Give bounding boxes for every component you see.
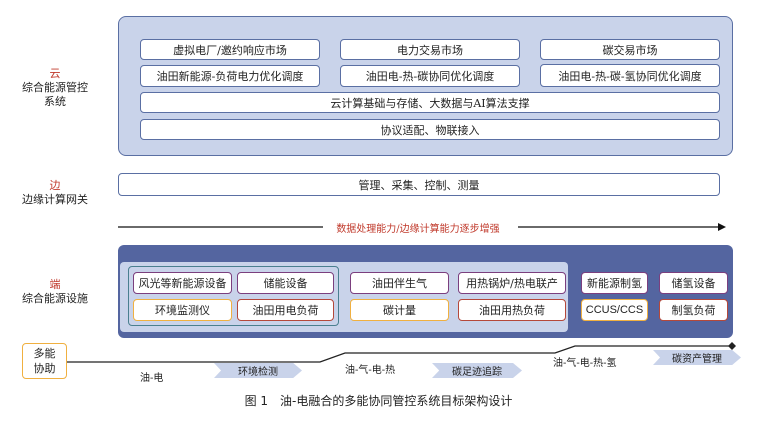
hydrogen-storage: 储氢设备 xyxy=(659,272,728,294)
renewable-equipment: 风光等新能源设备 xyxy=(133,272,232,294)
device-group-1 xyxy=(128,266,339,326)
device-name: 综合能源设施 xyxy=(22,292,88,305)
env-monitor: 环境监测仪 xyxy=(133,299,232,321)
dispatch-1: 油田新能源-负荷电力优化调度 xyxy=(140,65,320,87)
carbon-trading-market: 碳交易市场 xyxy=(540,39,720,60)
dispatch-3: 油田电-热-碳-氢协同优化调度 xyxy=(540,64,720,87)
stage-2-energy: 油-气-电-热 xyxy=(345,365,396,376)
stage-1-tag: 环境检测 xyxy=(214,363,302,378)
edge-gateway-box: 管理、采集、控制、测量 xyxy=(118,173,720,196)
stage-3-energy: 油-气-电-热-氢 xyxy=(553,358,617,369)
protocol-adapter: 协议适配、物联接入 xyxy=(140,119,720,140)
power-load: 油田用电负荷 xyxy=(237,299,334,321)
hydrogen-production: 新能源制氢 xyxy=(581,272,648,294)
cloud-name: 综合能源管控 xyxy=(22,81,88,94)
cloud-tier-label: 云 综合能源管控 系统 xyxy=(10,67,100,109)
ccus-ccs: CCUS/CCS xyxy=(581,299,648,321)
edge-tier: 边 xyxy=(49,179,61,192)
cloud-ai-support: 云计算基础与存储、大数据与AI算法支撑 xyxy=(140,92,720,113)
device-tier-label: 端 综合能源设施 xyxy=(10,278,100,306)
stage-1-energy: 油-电 xyxy=(140,373,164,384)
cloud-tier: 云 xyxy=(49,67,61,80)
multi-energy-start: 多能协助 xyxy=(22,343,67,379)
edge-tier-label: 边 边缘计算网关 xyxy=(10,179,100,207)
stage-3-tag: 碳资产管理 xyxy=(653,350,741,365)
hydrogen-load: 制氢负荷 xyxy=(659,299,728,321)
associated-gas: 油田伴生气 xyxy=(350,272,449,294)
heat-load: 油田用热负荷 xyxy=(458,299,566,321)
capability-text: 数据处理能力/边缘计算能力逐步增强 xyxy=(336,224,500,235)
capability-arrow xyxy=(118,223,726,231)
start-label: 多能协助 xyxy=(33,347,56,375)
dispatch-2: 油田电-热-碳协同优化调度 xyxy=(340,65,520,87)
storage-equipment: 储能设备 xyxy=(237,272,334,294)
device-tier: 端 xyxy=(49,278,61,291)
edge-name: 边缘计算网关 xyxy=(22,193,88,206)
power-trading-market: 电力交易市场 xyxy=(340,39,520,60)
cloud-name-2: 系统 xyxy=(44,95,66,108)
vpp-market: 虚拟电厂/邀约响应市场 xyxy=(140,39,320,60)
figure-caption: 图 1 油-电融合的多能协同管控系统目标架构设计 xyxy=(244,394,513,408)
heat-boiler-chp: 用热锅炉/热电联产 xyxy=(458,272,566,294)
carbon-metering: 碳计量 xyxy=(350,299,449,321)
stage-2-tag: 碳足迹追踪 xyxy=(432,363,522,378)
